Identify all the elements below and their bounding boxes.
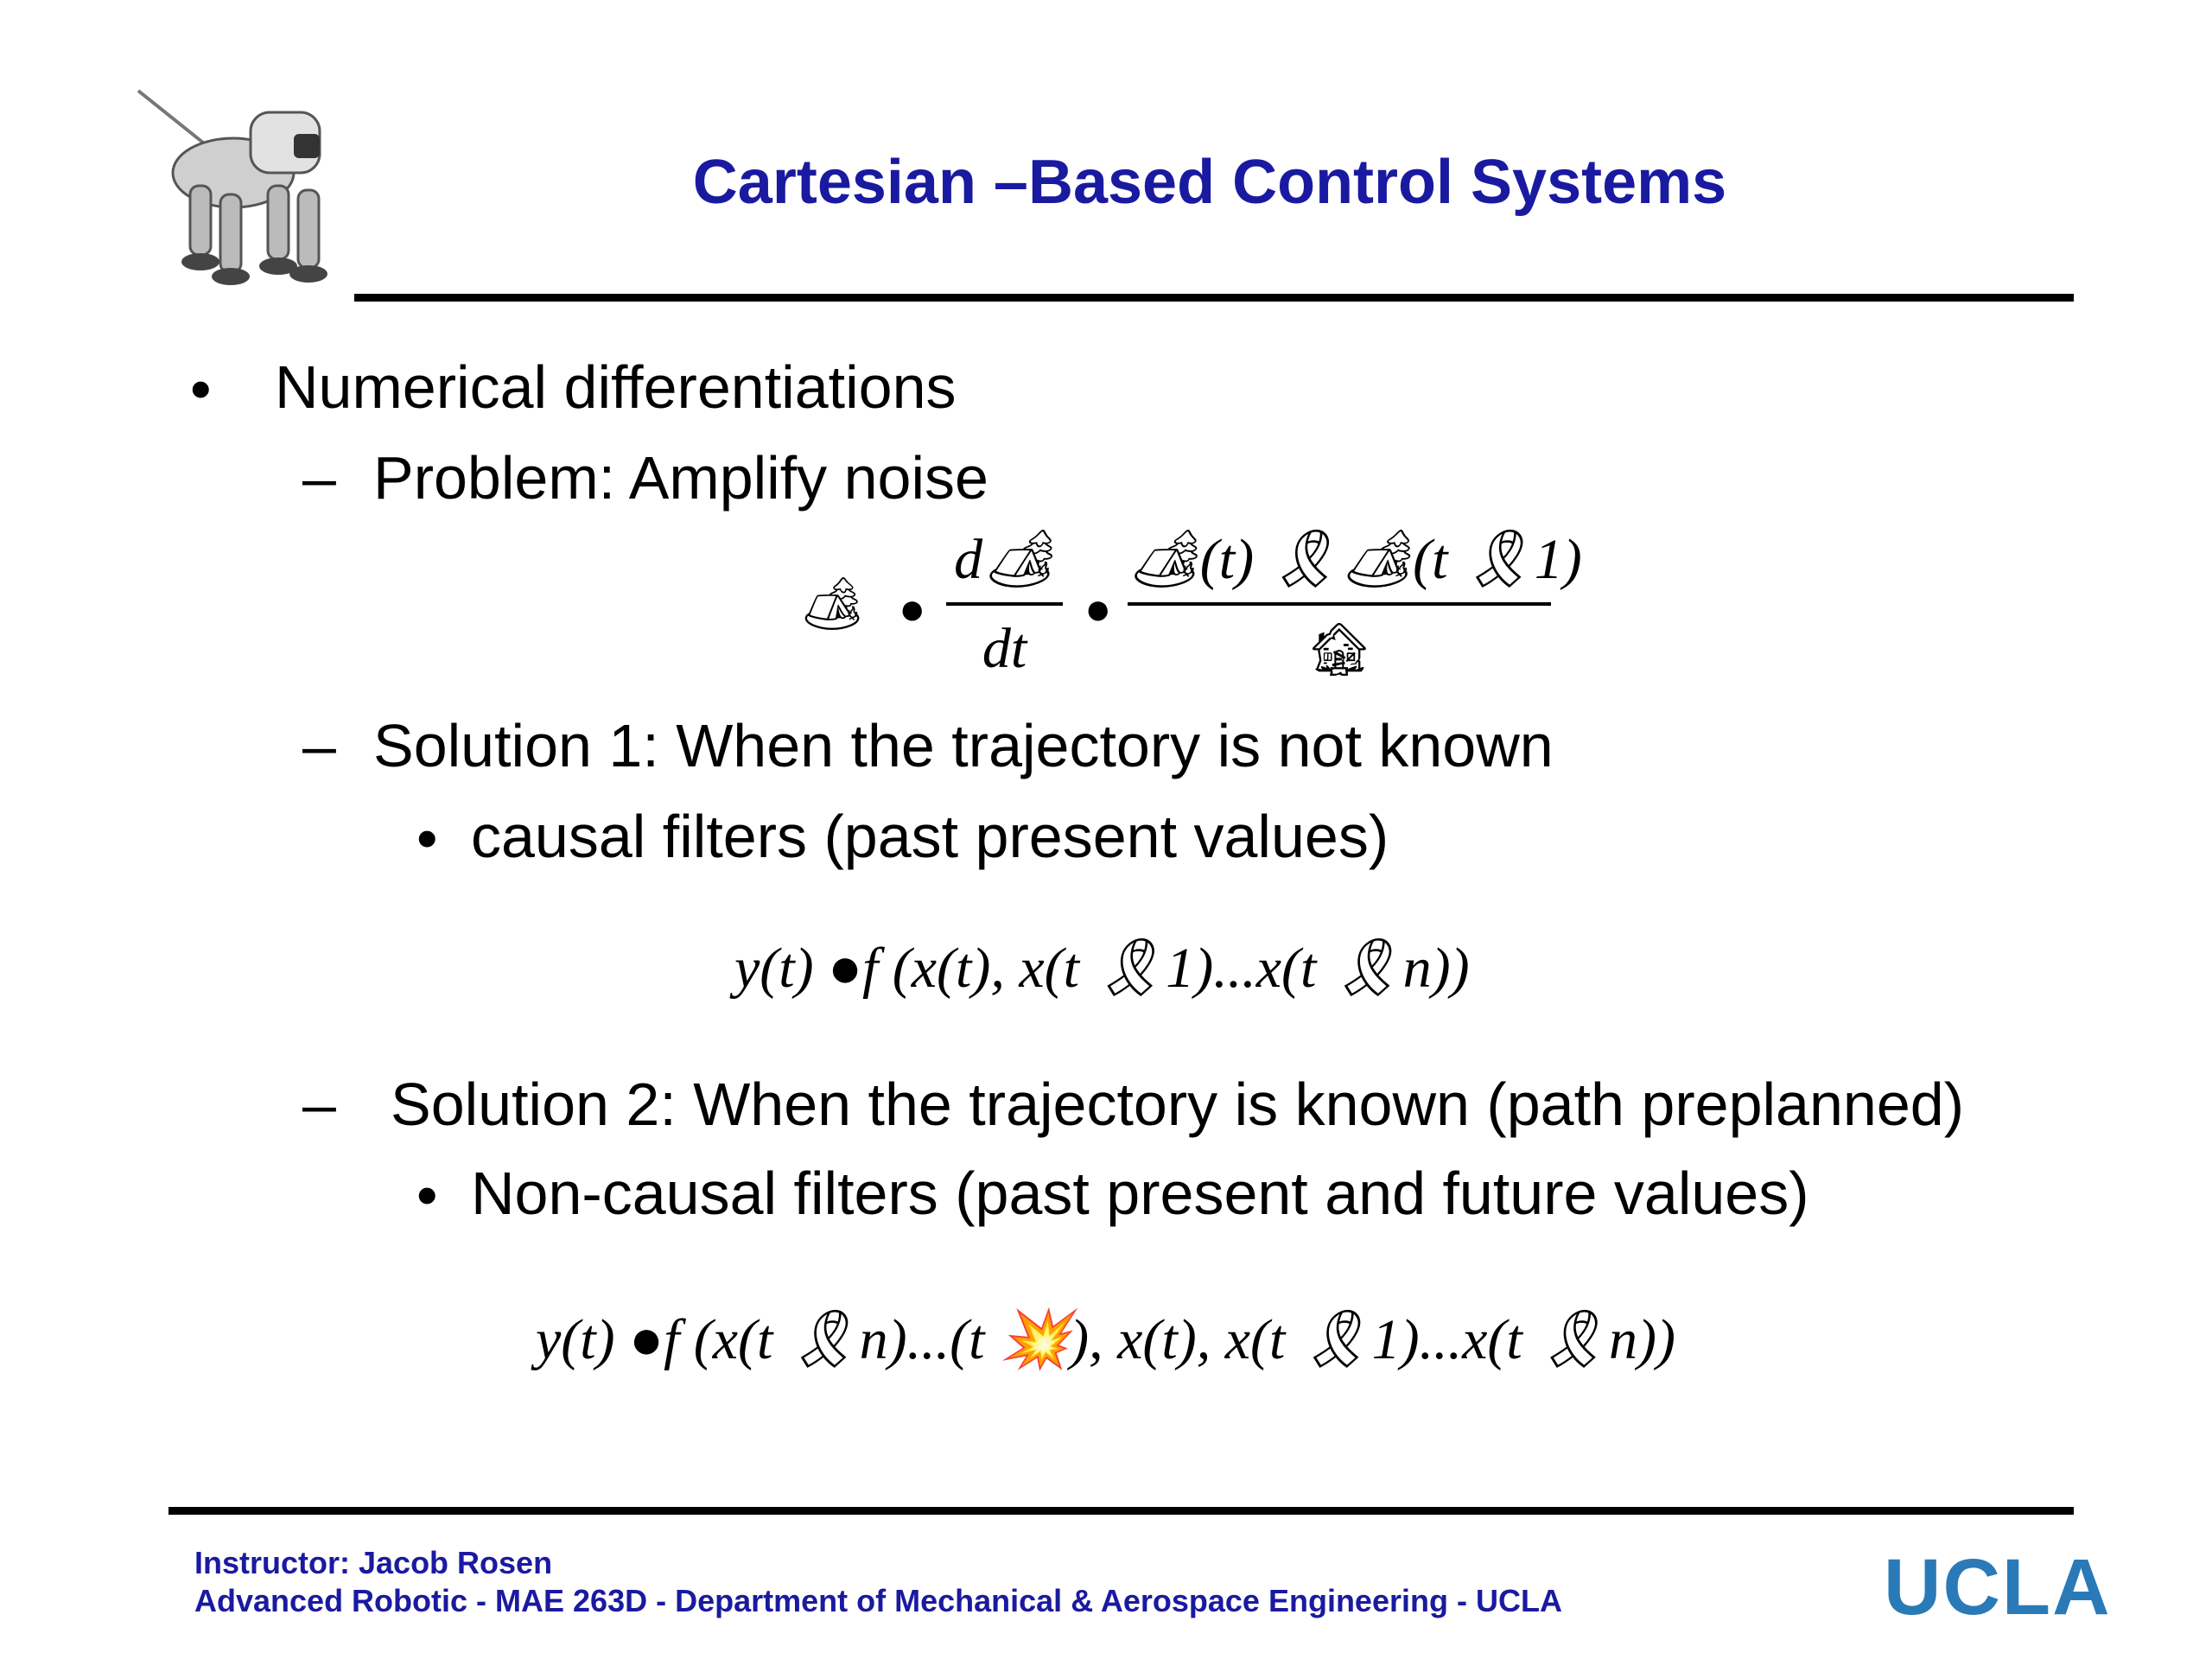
title-divider [354, 294, 2074, 302]
sub-solution-2: Solution 2: When the trajectory is known… [391, 1071, 1965, 1138]
eq1-frac1-denominator: dt [982, 617, 1027, 680]
eq1-equals-2: ● [1084, 585, 1112, 634]
robot-dog-icon [121, 82, 354, 298]
dash-marker: – [302, 444, 336, 512]
footer-divider [168, 1507, 2074, 1515]
sub-problem-amplify-noise: Problem: Amplify noise [373, 444, 988, 512]
sub-causal-filters: causal filters (past present values) [471, 803, 1389, 870]
bullet-marker: • [190, 355, 212, 423]
slide-title: Cartesian –Based Control Systems [692, 148, 1727, 217]
bullet-marker: • [416, 1161, 438, 1229]
eq1-lhs: 🏕 [799, 575, 865, 632]
footer-instructor: Instructor: Jacob Rosen [194, 1545, 553, 1580]
eq1-frac2-numerator: 🏕(t) 🎗🏕(t 🎗1) [1128, 528, 1582, 591]
eq1-frac2-denominator: 🏚 [1306, 620, 1373, 680]
ucla-logo: UCLA [1884, 1543, 2112, 1631]
bullet-numerical-differentiations: Numerical differentiations [275, 353, 957, 421]
eq2-causal-filter: y(t) ●f (x(t), x(t 🎗1)...x(t 🎗n)) [734, 937, 1470, 1000]
eq1-equals-1: ● [899, 585, 926, 634]
footer-course: Advanced Robotic - MAE 263D - Department… [194, 1583, 1562, 1618]
sub-non-causal-filters: Non-causal filters (past present and fut… [471, 1160, 1809, 1227]
dash-marker: – [302, 1071, 336, 1138]
eq1-lhs-glyph: 🏕 [799, 574, 866, 634]
sub-solution-1: Solution 1: When the trajectory is not k… [373, 712, 1554, 779]
eq1-frac1-bar [946, 602, 1063, 606]
eq3-non-causal-filter: y(t) ●f (x(t 🎗n)...(t 💥), x(t), x(t 🎗1).… [536, 1308, 1675, 1371]
eq1-frac1-numerator: d🏕 [954, 528, 1055, 591]
eq1-frac2-bar [1128, 602, 1551, 606]
dash-marker: – [302, 712, 336, 779]
bullet-marker: • [416, 804, 438, 872]
